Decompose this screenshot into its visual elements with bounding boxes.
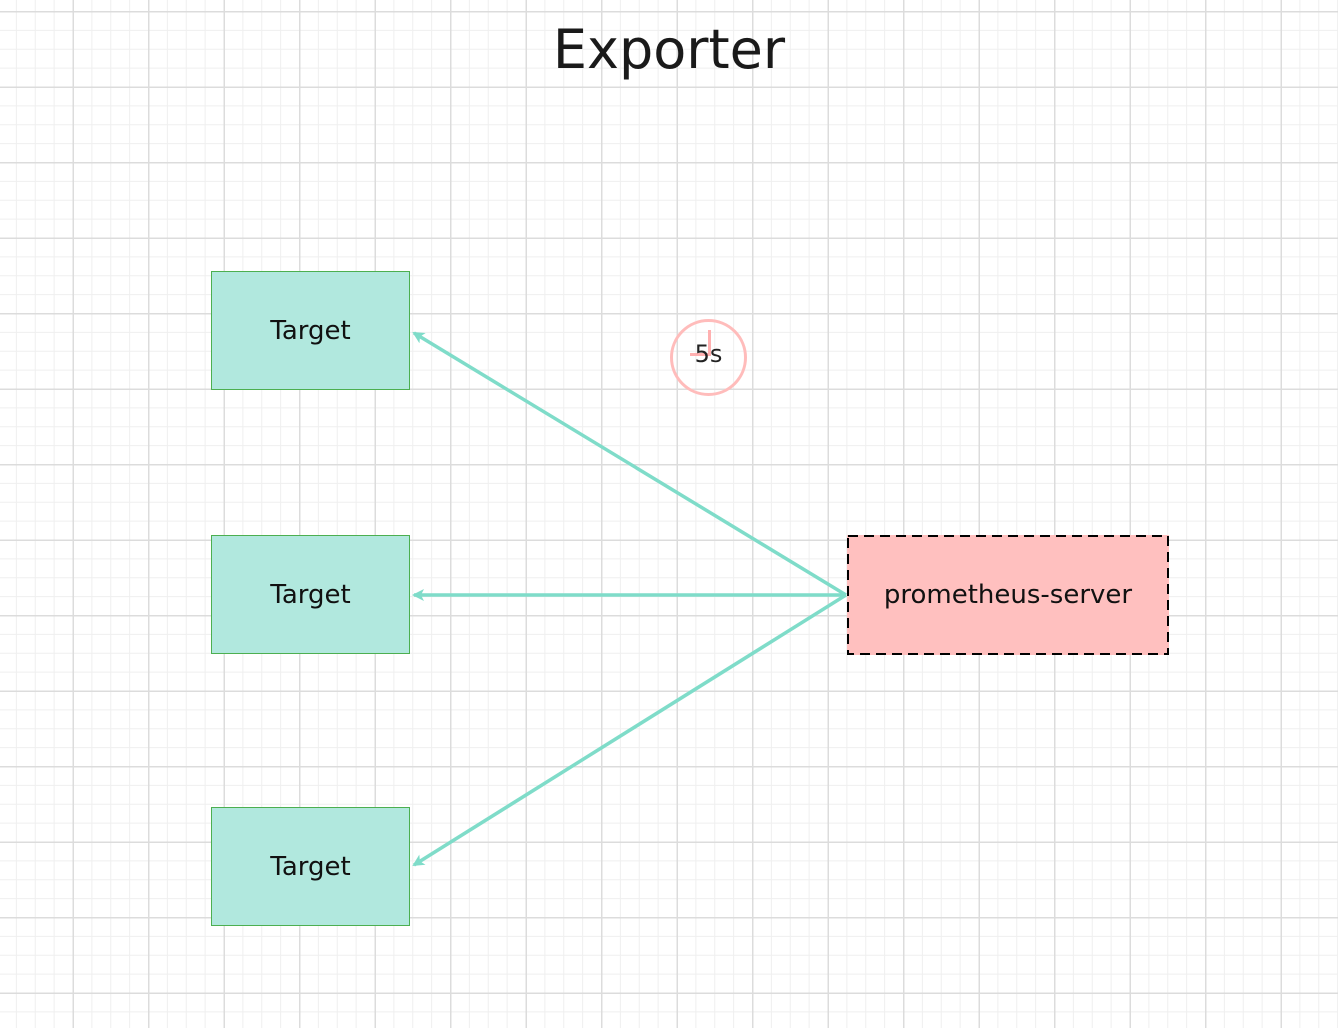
clock-hand-hour	[690, 353, 710, 356]
target-label: Target	[270, 315, 351, 346]
target-node-2[interactable]: Target	[211, 535, 410, 654]
target-node-3[interactable]: Target	[211, 807, 410, 926]
scrape-interval-label: 5s	[694, 340, 723, 368]
clock-icon	[670, 319, 747, 396]
clock-hand-minute	[708, 330, 711, 356]
target-node-1[interactable]: Target	[211, 271, 410, 390]
diagram-title: Exporter	[552, 18, 786, 81]
server-label: prometheus-server	[883, 580, 1133, 610]
target-label: Target	[270, 851, 351, 882]
prometheus-server-node[interactable]: prometheus-server	[847, 535, 1169, 655]
target-label: Target	[270, 579, 351, 610]
arrow-to-target-3	[412, 593, 847, 867]
arrow-to-target-1	[412, 331, 847, 597]
